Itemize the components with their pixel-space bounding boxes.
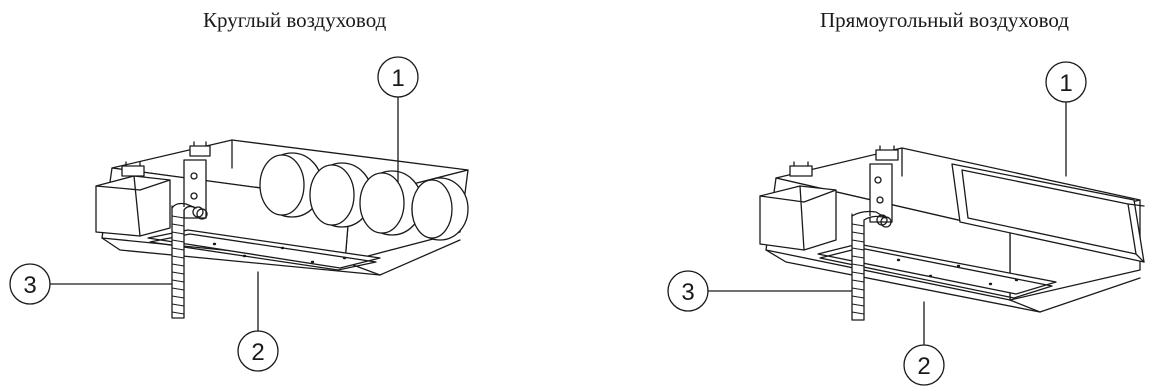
svg-text:1: 1: [1059, 70, 1072, 97]
unit-left-bottom-edge: [101, 237, 461, 276]
electric-panel-right: [869, 163, 893, 223]
round-duct-collars: [259, 152, 469, 241]
callout-left-2: 2: [237, 271, 279, 372]
rectangular-duct-flange: [951, 163, 1145, 263]
electric-panel-left: [183, 159, 207, 219]
callout-right-2: 2: [903, 301, 945, 386]
caption-round-duct: Круглый воздуховод: [203, 8, 387, 32]
caption-rectangular-duct: Прямоугольный воздуховод: [820, 8, 1069, 32]
motor-housing-left: [95, 175, 171, 237]
callout-right-1: 1: [1045, 61, 1087, 177]
unit-round-duct: 1 2 3: [9, 56, 469, 372]
svg-text:1: 1: [391, 65, 404, 92]
svg-text:2: 2: [917, 353, 930, 380]
drain-hose-left: [171, 202, 197, 319]
svg-text:3: 3: [23, 272, 36, 299]
motor-housing-right: [759, 185, 837, 251]
drain-hose-right: [851, 210, 887, 321]
svg-text:2: 2: [251, 339, 264, 366]
callout-left-3: 3: [9, 263, 173, 305]
bottom-panel-right: [817, 243, 1057, 295]
callout-right-3: 3: [667, 270, 853, 312]
callout-left-1: 1: [377, 56, 419, 183]
unit-right-bottom-edge: [765, 249, 1141, 313]
svg-text:3: 3: [681, 279, 694, 306]
unit-rectangular-duct: 1 2 3: [667, 61, 1145, 386]
